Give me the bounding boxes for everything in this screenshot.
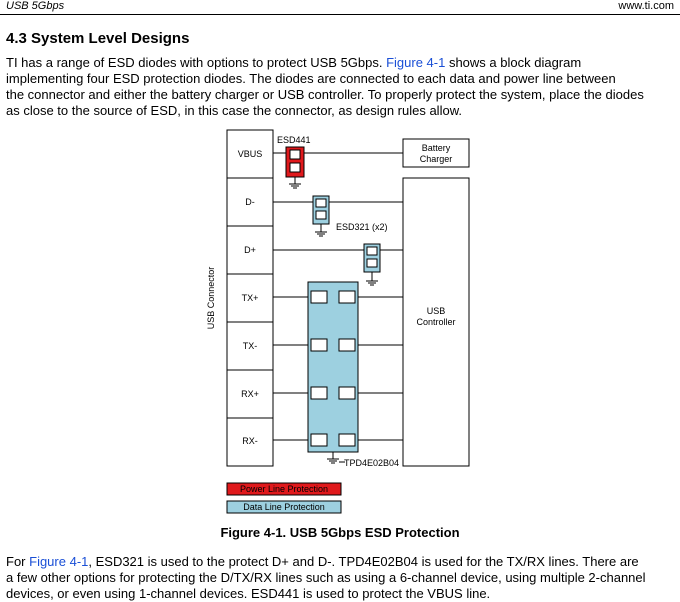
tpd-label: TPD4E02B04 [344, 458, 399, 468]
intro-text: shows a block diagram [445, 55, 582, 70]
connector-label: USB Connector [206, 267, 216, 330]
controller-label-line2: Controller [416, 317, 455, 327]
header-website: www.ti.com [618, 0, 674, 12]
esd321-diode-d-minus [312, 195, 330, 237]
pin-label-tx-minus: TX- [243, 341, 258, 351]
esd441-diode [285, 146, 305, 189]
intro-line-4: as close to the source of ESD, in this c… [6, 103, 462, 118]
outro-line-2: a few other options for protecting the D… [6, 570, 646, 585]
usb-connector-box [226, 129, 274, 467]
legend: Power Line Protection Data Line Protecti… [226, 482, 342, 514]
usb-controller-box [402, 177, 470, 467]
esd321-label: ESD321 (x2) [336, 222, 388, 232]
legend-swatch-data [226, 500, 342, 514]
page-header: USB 5Gbps www.ti.com [0, 0, 680, 15]
battery-label-line2: Charger [420, 154, 453, 164]
outro-text: , ESD321 is used to the protect D+ and D… [88, 554, 639, 569]
pin-label-vbus: VBUS [238, 149, 263, 159]
intro-text: TI has a range of ESD diodes with option… [6, 55, 387, 70]
intro-line-3: the connector and either the battery cha… [6, 87, 644, 102]
pin-label-rx-minus: RX- [242, 436, 258, 446]
intro-line-1: TI has a range of ESD diodes with option… [6, 55, 674, 71]
outro-paragraph: For Figure 4-1, ESD321 is used to the pr… [6, 554, 674, 602]
outro-line-1: For Figure 4-1, ESD321 is used to the pr… [6, 554, 674, 570]
figure-caption: Figure 4-1. USB 5Gbps ESD Protection [220, 525, 460, 540]
outro-text: For [6, 554, 30, 569]
controller-label-line1: USB [427, 306, 446, 316]
block-diagram: USB Connector VBUS D- D+ TX+ TX- RX+ RX-… [206, 129, 470, 514]
legend-label-power: Power Line Protection [240, 484, 328, 494]
intro-paragraph: TI has a range of ESD diodes with option… [6, 55, 674, 119]
figure-link[interactable]: Figure 4-1 [29, 554, 89, 569]
pin-label-d-minus: D- [245, 197, 255, 207]
legend-label-data: Data Line Protection [243, 502, 325, 512]
legend-swatch-power [226, 482, 342, 496]
esd321-diode-d-plus [363, 243, 381, 286]
battery-label-line1: Battery [422, 143, 451, 153]
header-section-name: USB 5Gbps [6, 0, 65, 12]
pin-label-d-plus: D+ [244, 245, 256, 255]
figure-link[interactable]: Figure 4-1 [386, 55, 446, 70]
pin-label-rx-plus: RX+ [241, 389, 259, 399]
outro-line-3: devices, or even using 1-channel devices… [6, 586, 491, 601]
pin-label-tx-plus: TX+ [242, 293, 259, 303]
section-title: 4.3 System Level Designs [6, 30, 190, 47]
esd441-label: ESD441 [277, 135, 311, 145]
intro-line-2: implementing four ESD protection diodes.… [6, 71, 616, 86]
tpd4e02b04-array [307, 281, 359, 464]
